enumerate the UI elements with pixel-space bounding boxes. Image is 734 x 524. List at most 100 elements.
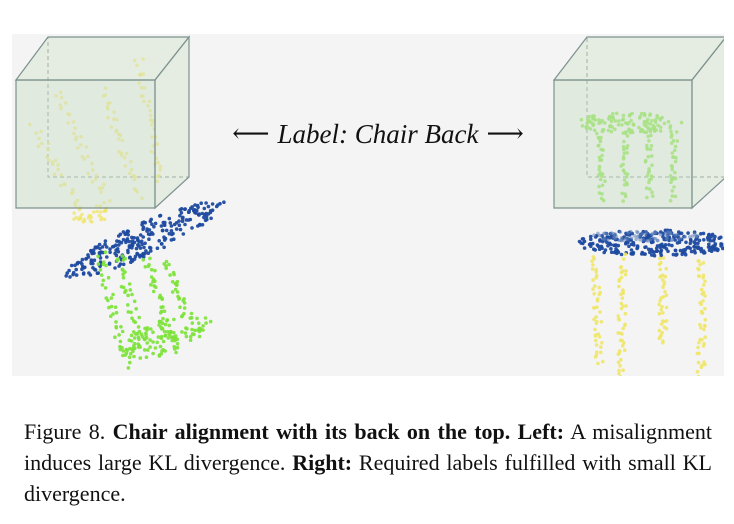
right-yellow-point	[618, 331, 623, 336]
left-blue-point	[117, 264, 121, 268]
left-green-point	[167, 262, 171, 267]
right-yellow-point	[700, 337, 704, 342]
right-blue-point	[645, 239, 649, 243]
figure-caption: Figure 8. Chair alignment with its back …	[24, 416, 712, 509]
left-arrow-icon: ⟵	[232, 119, 270, 148]
right-yellow-point	[659, 333, 663, 338]
left-green-point	[201, 324, 205, 328]
left-blue-point	[208, 209, 213, 213]
left-green-point	[171, 270, 176, 275]
left-blue-point	[98, 246, 102, 251]
right-yellow-point	[703, 318, 708, 322]
right-arrow-icon: ⟶	[486, 119, 524, 148]
right-blue-point	[692, 244, 696, 249]
left-blue-point	[193, 203, 197, 207]
right-blue-point	[593, 248, 597, 252]
right-blue-point	[659, 251, 663, 256]
left-green-point	[129, 339, 134, 343]
left-blue-point	[151, 232, 155, 236]
left-blue-point	[204, 201, 208, 205]
left-green-point	[166, 336, 171, 340]
right-blue-point	[592, 233, 596, 237]
left-green-point	[158, 344, 163, 349]
right-yellow-point	[697, 340, 701, 345]
left-green-point	[188, 316, 193, 320]
left-blue-point	[190, 226, 194, 230]
right-blue-point	[625, 237, 630, 242]
left-green-point	[109, 296, 114, 300]
left-green-point	[145, 341, 149, 345]
right-blue-point	[643, 232, 648, 237]
left-blue-point	[133, 254, 138, 259]
left-blue-point	[153, 221, 158, 226]
left-yellow-point	[155, 179, 159, 184]
left-yellow-point	[87, 213, 91, 218]
left-green-point	[109, 314, 113, 319]
left-green-point	[184, 334, 189, 339]
right-blue-point	[577, 239, 582, 244]
right-blue-point	[706, 245, 711, 249]
right-blue-point	[717, 236, 721, 240]
left-green-point	[180, 330, 184, 334]
left-green-point	[114, 324, 118, 329]
right-yellow-point	[662, 282, 666, 287]
left-blue-point	[74, 267, 78, 272]
left-blue-point	[180, 216, 185, 221]
left-blue-point	[157, 239, 161, 243]
left-blue-point	[71, 270, 76, 275]
left-blue-point	[114, 253, 119, 258]
left-green-point	[142, 348, 147, 352]
right-yellow-point	[698, 262, 702, 267]
left-green-point	[188, 338, 193, 343]
right-blue-point	[599, 244, 604, 249]
right-yellow-point	[595, 299, 600, 303]
left-green-point	[148, 345, 152, 349]
left-blue-point	[92, 251, 96, 255]
right-blue-point	[676, 237, 680, 242]
left-blue-point	[199, 201, 203, 205]
left-blue-point	[149, 249, 153, 253]
left-blue-point	[149, 217, 153, 222]
left-blue-point	[88, 273, 93, 277]
left-green-point	[135, 331, 140, 336]
right-blue-point	[641, 237, 646, 242]
right-blue-point	[633, 234, 637, 238]
right-yellow-point	[658, 299, 662, 303]
right-blue-point	[681, 248, 686, 252]
right-blue-point	[665, 230, 669, 234]
right-yellow-point	[703, 279, 707, 284]
left-green-point	[123, 256, 127, 261]
right-yellow-point	[661, 311, 665, 315]
left-blue-point	[118, 232, 123, 237]
right-yellow-point	[594, 353, 599, 357]
left-green-point	[173, 336, 178, 341]
left-green-point	[129, 310, 133, 315]
left-green-point	[117, 333, 121, 337]
left-blue-point	[180, 219, 185, 224]
left-green-point	[130, 292, 134, 297]
right-yellow-point	[591, 278, 595, 282]
right-blue-point	[588, 234, 593, 239]
left-yellow-point	[155, 142, 159, 146]
right-blue-point	[712, 237, 716, 241]
left-panel	[14, 35, 226, 370]
left-green-point	[158, 311, 163, 315]
right-yellow-point	[601, 359, 605, 364]
left-green-point	[162, 329, 167, 334]
right-yellow-point	[599, 345, 603, 349]
left-green-point	[197, 334, 202, 339]
left-green-point	[128, 360, 132, 365]
left-yellow-point	[72, 217, 76, 221]
right-blue-point	[648, 250, 652, 255]
right-yellow-point	[657, 328, 662, 333]
left-yellow-point	[88, 219, 93, 223]
left-green-point	[157, 354, 162, 358]
right-yellow-point	[597, 335, 602, 339]
right-blue-point	[696, 241, 700, 246]
left-green-point	[121, 285, 126, 290]
left-blue-point	[127, 255, 132, 260]
right-blue-point	[649, 240, 654, 245]
left-blue-point	[105, 255, 109, 259]
right-blue-point	[692, 240, 696, 244]
left-green-point	[148, 338, 152, 342]
